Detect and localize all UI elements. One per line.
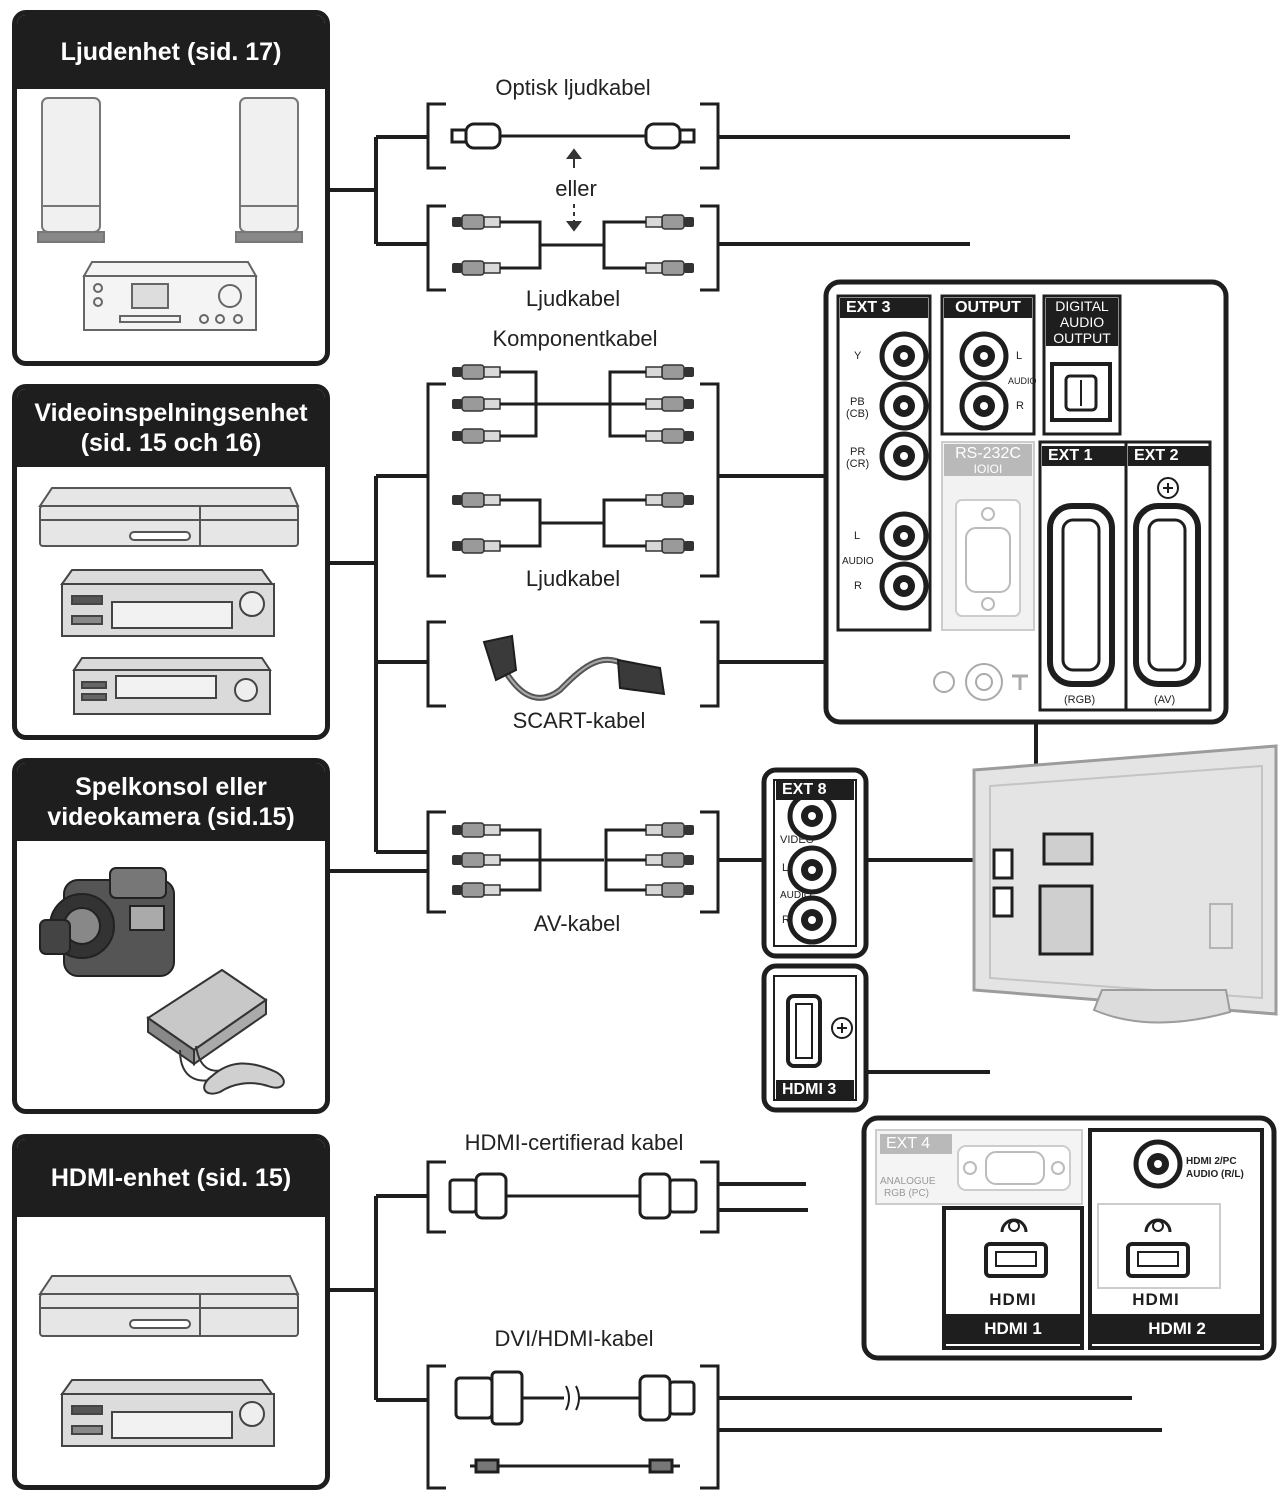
ext4-sub-label-1: ANALOGUE xyxy=(880,1176,936,1187)
hdmi-player-icon xyxy=(60,1379,275,1447)
dvi-hdmi-cable xyxy=(454,1370,696,1474)
vcr-dvd-combo-icon xyxy=(60,569,275,637)
hdmi2-label: HDMI 2 xyxy=(1092,1314,1262,1344)
ext3-pin-pb-sub: (CB) xyxy=(846,408,869,420)
video-recorder-panel: Videoinspelningsenhet (sid. 15 och 16) xyxy=(12,384,330,740)
audio-cable-2 xyxy=(451,492,695,554)
speaker-left-icon xyxy=(37,97,105,243)
ext8-r-label: R xyxy=(782,914,790,926)
or-arrows xyxy=(566,148,582,232)
optical-cable xyxy=(450,122,696,150)
scart-cable xyxy=(482,634,666,701)
ext4-label: EXT 4 xyxy=(880,1134,952,1154)
panel-top-graphics xyxy=(823,279,1229,725)
game-console-title-line2: videokamera (sid.15) xyxy=(47,803,295,831)
output-pin-r: R xyxy=(1016,400,1024,412)
ext2-sub-label: (AV) xyxy=(1154,694,1176,706)
audio-device-title: Ljudenhet (sid. 17) xyxy=(17,15,325,89)
component-cable xyxy=(451,364,695,444)
audio-cable-1 xyxy=(451,214,695,276)
game-console-panel: Spelkonsol eller videokamera (sid.15) xyxy=(12,758,330,1114)
hdmi-device-panel: HDMI-enhet (sid. 15) xyxy=(12,1134,330,1490)
tv-graphics xyxy=(972,744,1278,1024)
audio-cable-2-label: Ljudkabel xyxy=(525,566,621,591)
cable-brackets xyxy=(426,102,720,1490)
hdmi2pc-label-line1: HDMI 2/PC xyxy=(1186,1156,1237,1167)
vcr-icon xyxy=(72,657,272,715)
digital-output-line2: AUDIO xyxy=(1059,314,1105,330)
side-panels-graphics xyxy=(761,767,869,1113)
ext8-video-label: VIDEO xyxy=(780,834,815,846)
optical-cable-label: Optisk ljudkabel xyxy=(495,75,651,100)
digital-output-line1: DIGITAL xyxy=(1055,298,1109,314)
ext3-pin-audio: AUDIO xyxy=(842,556,874,567)
ext8-l-label: L xyxy=(782,862,789,874)
video-recorder-title-line2: (sid. 15 och 16) xyxy=(80,429,262,457)
av-cable-label: AV-kabel xyxy=(533,911,621,936)
camcorder-icon xyxy=(39,867,175,977)
ext3-pin-y: Y xyxy=(854,350,862,362)
amplifier-icon xyxy=(82,261,258,331)
hdmi-dvd-recorder-icon xyxy=(38,1275,300,1337)
scart-cable-label: SCART-kabel xyxy=(512,708,646,733)
dvi-hdmi-cable-label: DVI/HDMI-kabel xyxy=(494,1326,654,1351)
game-console-title-line1: Spelkonsol eller xyxy=(75,773,267,801)
audio-cable-1-label: Ljudkabel xyxy=(525,286,621,311)
hdmi1-logo: HDMI xyxy=(948,1290,1078,1310)
rs232c-label: RS-232C xyxy=(944,444,1032,464)
ext4-sub-label-2: RGB (PC) xyxy=(884,1188,929,1199)
video-recorder-title: Videoinspelningsenhet (sid. 15 och 16) xyxy=(17,389,325,467)
output-pin-l: L xyxy=(1016,350,1023,362)
rs232c-sub-label: IOIOI xyxy=(944,462,1032,476)
ext3-pin-r: R xyxy=(854,580,862,592)
ext1-sub-label: (RGB) xyxy=(1064,694,1096,706)
ext3-pin-pr: PR xyxy=(850,446,866,458)
ext3-pin-pb: PB xyxy=(850,396,865,408)
ext3-pin-pr-sub: (CR) xyxy=(846,458,870,470)
audio-device-panel: Ljudenhet (sid. 17) xyxy=(12,10,330,366)
digital-output-line3: OUTPUT xyxy=(1053,330,1111,346)
dvd-recorder-icon xyxy=(38,487,300,547)
game-console-icon xyxy=(146,968,285,1095)
or-label: eller xyxy=(555,176,597,201)
ext1-label: EXT 1 xyxy=(1042,446,1126,466)
output-label: OUTPUT xyxy=(944,298,1032,318)
hdmi2-logo: HDMI xyxy=(1094,1290,1218,1310)
ext8-audio-label: AUDIO xyxy=(780,890,812,901)
hdmi-device-title: HDMI-enhet (sid. 15) xyxy=(17,1139,325,1217)
speaker-right-icon xyxy=(235,97,303,243)
ext8-label: EXT 8 xyxy=(776,780,854,800)
ext3-label: EXT 3 xyxy=(840,298,928,318)
game-console-title: Spelkonsol eller videokamera (sid.15) xyxy=(17,763,325,841)
component-cable-label: Komponentkabel xyxy=(492,326,658,351)
digital-output-label: DIGITAL AUDIO OUTPUT xyxy=(1046,298,1118,346)
ext3-pin-l: L xyxy=(854,530,861,542)
av-cable xyxy=(451,822,695,898)
hdmi-certified-cable-label: HDMI-certifierad kabel xyxy=(464,1130,684,1155)
hdmi2pc-label-line2: AUDIO (R/L) xyxy=(1186,1169,1244,1180)
hdmi1-label: HDMI 1 xyxy=(946,1314,1080,1344)
output-pin-audio: AUDIO xyxy=(1008,376,1037,386)
hdmi-cable xyxy=(448,1172,698,1220)
video-recorder-title-line1: Videoinspelningsenhet xyxy=(34,399,308,427)
ext2-label: EXT 2 xyxy=(1128,446,1210,466)
hdmi3-label: HDMI 3 xyxy=(776,1080,854,1100)
